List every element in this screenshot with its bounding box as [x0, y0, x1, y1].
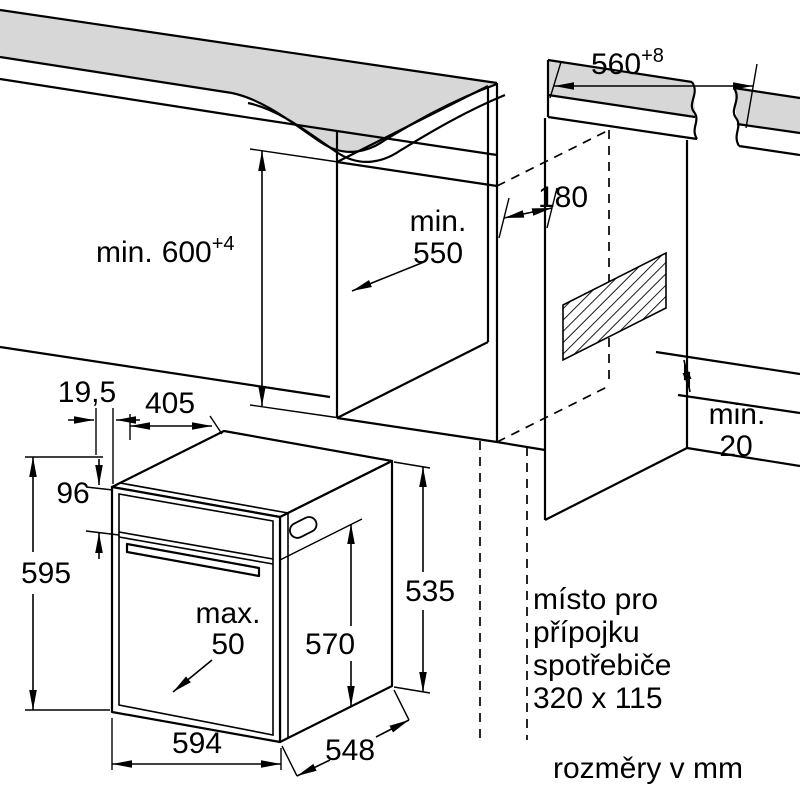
adjacent-cabinet [543, 118, 800, 521]
oven-handle [125, 542, 261, 578]
dimension-oven-depth: 548 [281, 689, 410, 777]
dim-label-niche-depth-1: min. [410, 205, 467, 238]
dim-label-frame-offset: 19,5 [58, 376, 116, 409]
oven-front-frame [118, 493, 274, 736]
dim-label-niche-width: 560+8 [591, 45, 664, 81]
connection-note-line3: spotřebiče [533, 649, 671, 682]
dimension-panel-height: 96 [56, 459, 120, 559]
dimension-niche-depth: min. 550 [351, 205, 467, 292]
dim-label-oven-height: 595 [21, 557, 71, 590]
rear-wall-line-1 [655, 350, 800, 376]
dim-label-panel-height: 96 [56, 477, 89, 510]
oven-side-slot [289, 516, 318, 539]
dim-label-oven-depth: 548 [325, 734, 375, 767]
dimension-frame-offset: 19,5 [58, 376, 140, 484]
dim-label-niche-height: min.600+4 [96, 233, 235, 269]
dimension-niche-width: 560+8 [549, 45, 758, 129]
connection-note: místo pro přípojku spotřebiče 320 x 115 [533, 583, 671, 715]
dim-label-handle-1: max. [195, 597, 260, 630]
dim-label-rear-gap-2: 20 [719, 430, 752, 463]
dim-label-door-height: 570 [305, 628, 355, 661]
floor-line-left [0, 345, 331, 399]
dim-label-rear-gap-1: min. [709, 398, 766, 431]
rear-wall-line-2 [677, 393, 800, 415]
dim-label-body-height: 535 [405, 575, 455, 608]
oven-control-panel-line [118, 531, 274, 565]
dimension-body-height: 535 [393, 461, 455, 694]
dimension-outlet-offset: 180 [498, 181, 588, 239]
niche [0, 83, 546, 452]
dimension-oven-width: 594 [111, 718, 282, 770]
dimension-handle-clearance: max. 50 [172, 597, 261, 693]
dim-label-niche-depth-2: 550 [413, 237, 463, 270]
break-wave-right-1 [690, 81, 698, 140]
connection-note-line4: 320 x 115 [533, 682, 663, 715]
dimension-door-height: 570 [279, 518, 365, 742]
projection-leader-lines [479, 441, 528, 740]
connection-note-line1: místo pro [533, 583, 658, 616]
dimension-rear-gap: min. 20 [682, 359, 766, 463]
break-wave-right-2 [732, 87, 740, 147]
dim-label-top-depth: 405 [145, 387, 195, 420]
dim-label-handle-2: 50 [211, 628, 244, 661]
oven [110, 429, 394, 744]
niche-hidden-edges [496, 129, 610, 443]
units-note: rozměry v mm [553, 752, 743, 785]
dim-label-outlet-offset: 180 [538, 181, 588, 214]
dimension-niche-height: min.600+4 [96, 148, 346, 419]
worktop-left [0, 8, 506, 163]
connection-area-hatch [562, 251, 667, 362]
break-wave-left-2 [247, 93, 506, 163]
connection-note-line2: přípojku [533, 616, 640, 649]
worktop-left-surface [0, 10, 497, 152]
dimension-top-depth: 405 [129, 387, 223, 440]
dimension-oven-height: 595 [21, 456, 110, 711]
dim-label-oven-width: 594 [172, 727, 222, 760]
